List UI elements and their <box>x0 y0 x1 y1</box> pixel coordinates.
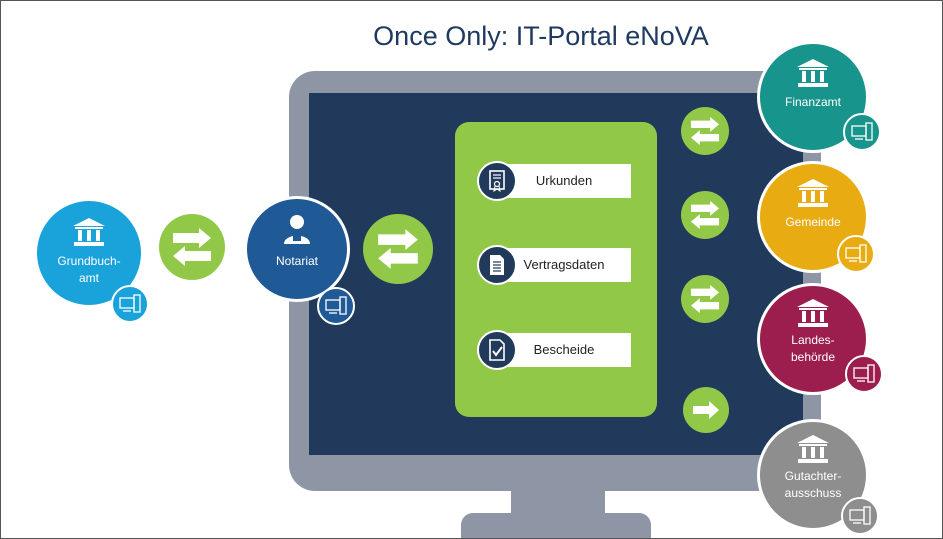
institution-building-icon <box>797 59 829 87</box>
computer-icon <box>843 113 881 151</box>
institution-building-icon <box>73 218 105 246</box>
computer-icon <box>111 285 149 323</box>
node-label: Gutachter- <box>784 469 842 483</box>
node-notariat: Notariat <box>244 196 350 302</box>
node-label: Grundbuch- <box>57 254 121 268</box>
node-label: ausschuss <box>784 486 842 500</box>
checkmark-document-icon <box>477 330 517 370</box>
monitor-stand-base <box>461 513 651 538</box>
bidirectional-arrow-icon <box>363 214 433 284</box>
node-label: Finanzamt <box>784 95 842 109</box>
institution-building-icon <box>797 179 829 207</box>
notary-person-icon <box>284 215 310 244</box>
certificate-icon <box>477 161 517 201</box>
document-text-icon <box>477 245 517 285</box>
node-label: Gemeinde <box>785 215 841 229</box>
right-arrow-icon <box>683 387 729 433</box>
node-label: Landes- <box>791 333 835 347</box>
node-label: behörde <box>790 350 836 364</box>
computer-icon <box>317 287 355 325</box>
page-title: Once Only: IT-Portal eNoVA <box>373 21 709 51</box>
bidirectional-arrow-icon <box>681 107 729 155</box>
computer-icon <box>837 235 875 273</box>
institution-building-icon <box>797 299 829 327</box>
node-gutachterausschuss: Gutachter- ausschuss <box>757 419 869 531</box>
institution-building-icon <box>797 435 829 463</box>
computer-icon <box>845 355 883 393</box>
doc-label-urkunden: Urkunden <box>497 164 631 198</box>
bidirectional-arrow-icon <box>681 275 729 323</box>
doc-label-vertragsdaten: Vertragsdaten <box>497 248 631 282</box>
bidirectional-arrow-icon <box>681 191 729 239</box>
node-label: amt <box>78 271 99 285</box>
node-label: Notariat <box>275 254 319 268</box>
node-landesbehoerde: Landes- behörde <box>757 283 869 395</box>
doc-label-bescheide: Bescheide <box>497 333 631 367</box>
computer-icon <box>841 497 879 535</box>
bidirectional-arrow-icon <box>159 214 225 280</box>
node-grundbuchamt: Grundbuch- amt <box>37 201 141 305</box>
